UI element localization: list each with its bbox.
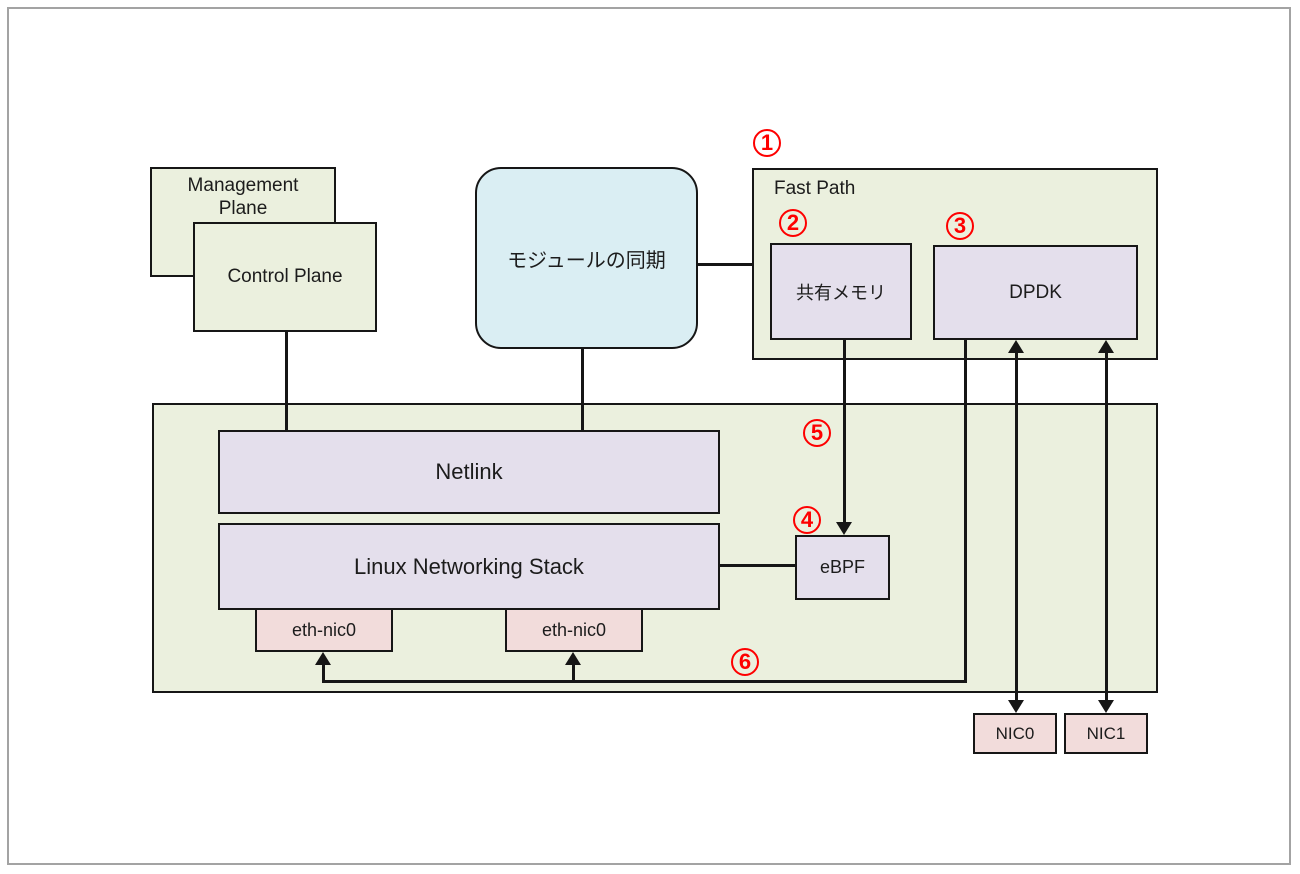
dpdk-label: DPDK bbox=[1009, 281, 1062, 303]
node-dpdk: DPDK bbox=[933, 245, 1138, 340]
annotation-6: 6 bbox=[731, 648, 759, 676]
connector-loop-horizontal bbox=[322, 680, 967, 683]
arrowhead-down-ebpf bbox=[836, 522, 852, 535]
connector-shared-memory-ebpf bbox=[843, 340, 846, 524]
fast-path-label: Fast Path bbox=[774, 178, 856, 199]
connector-up-eth-nic0-right bbox=[572, 663, 575, 683]
arrowhead-down-nic1 bbox=[1098, 700, 1114, 713]
annotation-1: 1 bbox=[753, 129, 781, 157]
connector-module-sync-fast-path bbox=[698, 263, 752, 266]
annotation-2-label: 2 bbox=[786, 210, 800, 235]
annotation-1-label: 1 bbox=[760, 130, 774, 155]
management-plane-label: Management Plane bbox=[187, 175, 299, 219]
annotation-2: 2 bbox=[779, 209, 807, 237]
annotation-6-label: 6 bbox=[738, 649, 752, 674]
netlink-label: Netlink bbox=[435, 459, 503, 484]
node-netlink: Netlink bbox=[218, 430, 720, 514]
arrowhead-up-dpdk-right bbox=[1098, 340, 1114, 353]
nic1-label: NIC1 bbox=[1086, 723, 1126, 743]
arrowhead-up-eth-nic0-right bbox=[565, 652, 581, 665]
arrowhead-down-nic0 bbox=[1008, 700, 1024, 713]
node-nic0: NIC0 bbox=[973, 713, 1057, 754]
arrowhead-up-dpdk-left bbox=[1008, 340, 1024, 353]
annotation-3: 3 bbox=[946, 212, 974, 240]
linux-networking-stack-label: Linux Networking Stack bbox=[354, 553, 584, 579]
eth-nic0-left-label: eth-nic0 bbox=[291, 619, 357, 640]
connector-linux-stack-ebpf bbox=[720, 564, 795, 567]
arrowhead-up-eth-nic0-left bbox=[315, 652, 331, 665]
connector-module-sync-netlink bbox=[581, 349, 584, 432]
node-shared-memory: 共有メモリ bbox=[770, 243, 912, 340]
control-plane-label: Control Plane bbox=[227, 266, 343, 287]
node-nic1: NIC1 bbox=[1064, 713, 1148, 754]
connector-dpdk-nic1 bbox=[1105, 351, 1108, 703]
eth-nic0-right-label: eth-nic0 bbox=[541, 619, 607, 640]
connector-up-eth-nic0-left bbox=[322, 663, 325, 683]
connector-dpdk-down bbox=[964, 340, 967, 683]
annotation-5: 5 bbox=[803, 419, 831, 447]
connector-control-plane-netlink bbox=[285, 332, 288, 432]
shared-memory-label: 共有メモリ bbox=[796, 282, 886, 303]
node-control-plane: Control Plane bbox=[193, 222, 377, 332]
nic0-label: NIC0 bbox=[995, 723, 1035, 743]
ebpf-label: eBPF bbox=[819, 557, 866, 577]
annotation-5-label: 5 bbox=[810, 420, 824, 445]
node-linux-networking-stack: Linux Networking Stack bbox=[218, 523, 720, 610]
node-module-sync: モジュールの同期 bbox=[475, 167, 698, 349]
node-eth-nic0-left: eth-nic0 bbox=[255, 608, 393, 652]
annotation-3-label: 3 bbox=[953, 213, 967, 238]
annotation-4: 4 bbox=[793, 506, 821, 534]
node-ebpf: eBPF bbox=[795, 535, 890, 600]
page-border bbox=[7, 7, 1291, 865]
node-eth-nic0-right: eth-nic0 bbox=[505, 608, 643, 652]
module-sync-label: モジュールの同期 bbox=[507, 249, 666, 272]
annotation-4-label: 4 bbox=[800, 507, 814, 532]
connector-dpdk-nic0 bbox=[1015, 351, 1018, 703]
